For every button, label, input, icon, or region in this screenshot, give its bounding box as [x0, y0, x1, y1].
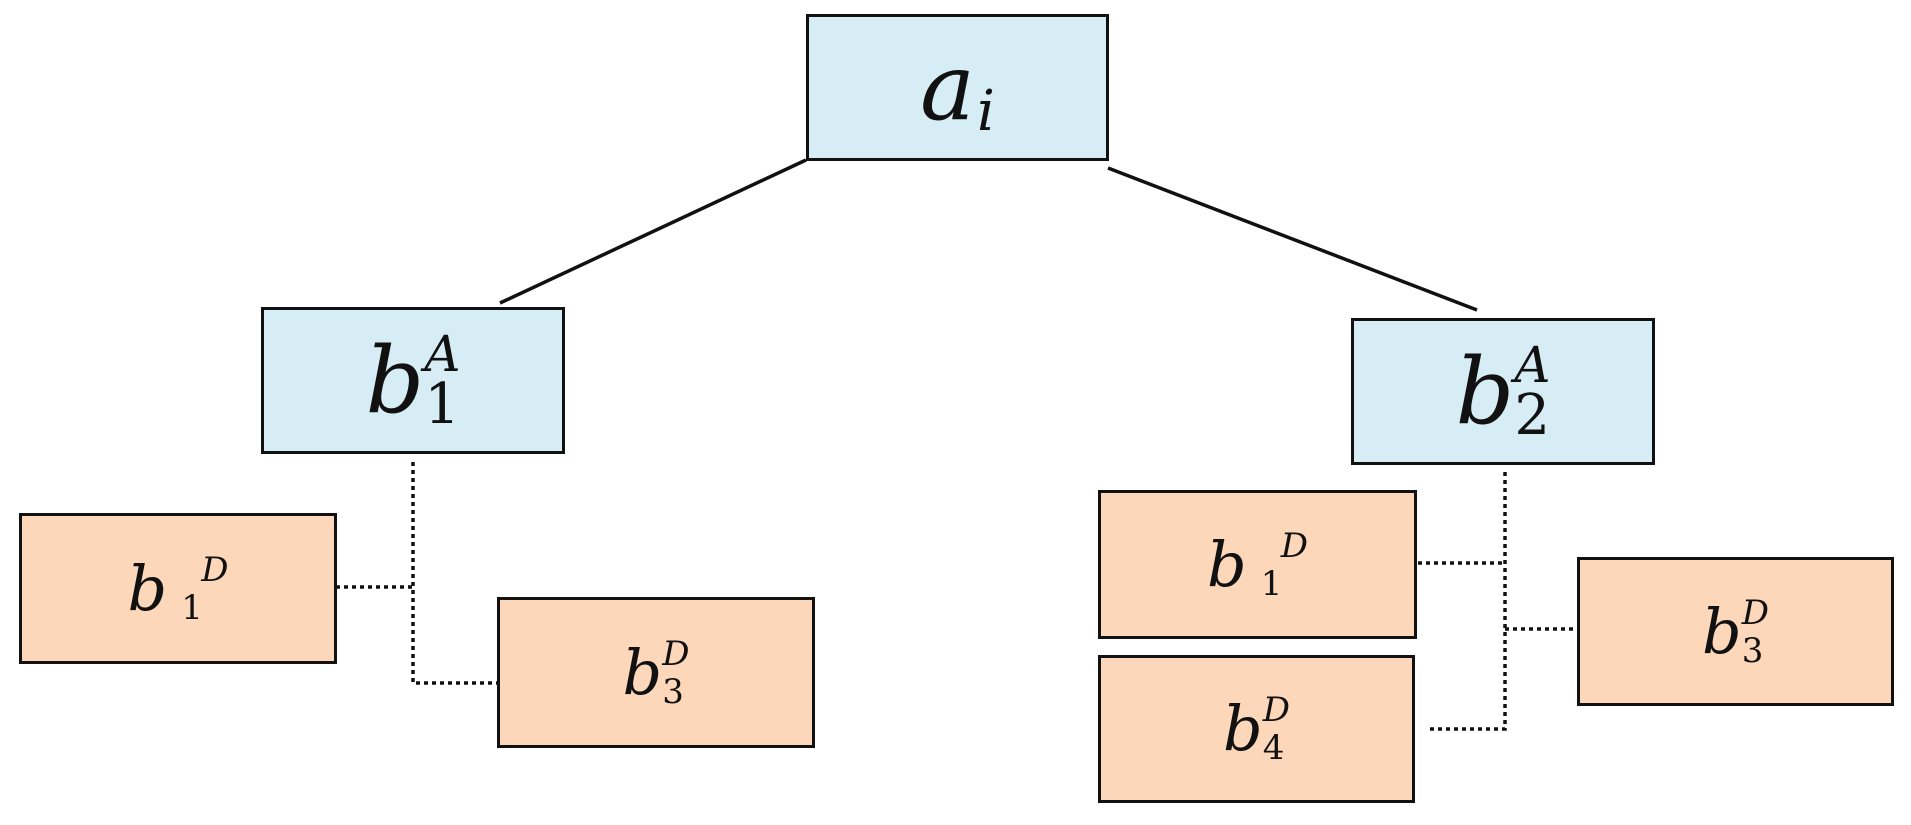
right-detail-1-label-scripts: D 1 — [1261, 529, 1308, 601]
left-detail-1-label-subscript: 1 — [181, 587, 203, 628]
edge-root-to-action-left — [499, 158, 807, 305]
dotted-connector-right-trunk — [1428, 472, 1507, 731]
right-detail-node-4: b D 4 — [1098, 655, 1415, 803]
action-node-right: b A 2 — [1351, 318, 1655, 465]
right-detail-node-3: b D 3 — [1577, 557, 1894, 706]
action-left-label-subscript: 1 — [424, 371, 461, 437]
right-detail-1-label-base: b — [1207, 527, 1247, 601]
right-detail-4-label-subscript: 4 — [1262, 728, 1285, 768]
left-detail-3-label-scripts: D 3 — [662, 637, 689, 709]
action-right-label-scripts: A 2 — [1514, 340, 1550, 444]
action-right-label-superscript: A — [1514, 335, 1551, 394]
right-detail-1-label-superscript: D — [1280, 525, 1308, 566]
right-detail-4-label-base: b — [1223, 692, 1263, 765]
right-detail-4-label-scripts: D 4 — [1263, 693, 1290, 765]
action-right-label-subscript: 2 — [1514, 382, 1551, 448]
right-detail-3-label-base: b — [1702, 594, 1742, 668]
left-detail-node-3: b D 3 — [497, 597, 815, 748]
action-right-label: b A 2 — [1455, 340, 1550, 444]
left-detail-1-label-superscript: D — [201, 549, 229, 590]
action-node-left: b A 1 — [261, 307, 565, 454]
action-left-label-superscript: A — [424, 324, 461, 383]
action-left-label: b A 1 — [365, 329, 460, 433]
left-detail-3-label: b D 3 — [623, 637, 690, 709]
edge-root-to-action-right — [1107, 166, 1478, 312]
root-label-subscript: i — [976, 78, 995, 144]
right-detail-node-1: b D 1 — [1098, 490, 1417, 639]
left-detail-3-label-base: b — [622, 635, 663, 709]
right-detail-3-label: b D 3 — [1702, 596, 1769, 668]
action-right-label-base: b — [1455, 337, 1515, 445]
left-detail-1-label: b D 1 — [128, 553, 229, 625]
left-detail-node-1: b D 1 — [19, 513, 337, 664]
root-label-base: a — [920, 33, 975, 141]
dotted-connector-left-trunk — [411, 462, 498, 685]
left-detail-3-label-superscript: D — [662, 633, 690, 674]
right-detail-3-label-superscript: D — [1741, 592, 1769, 633]
left-detail-3-label-subscript: 3 — [662, 671, 684, 712]
action-left-label-scripts: A 1 — [424, 329, 460, 433]
right-detail-3-label-scripts: D 3 — [1742, 596, 1769, 668]
right-detail-4-label: b D 4 — [1223, 693, 1290, 765]
right-detail-1-label: b D 1 — [1207, 529, 1308, 601]
right-detail-1-label-subscript: 1 — [1260, 563, 1283, 604]
left-detail-1-label-base: b — [127, 551, 168, 625]
left-detail-1-label-scripts: D 1 — [181, 553, 228, 625]
right-detail-3-label-subscript: 3 — [1741, 630, 1764, 671]
right-detail-4-label-superscript: D — [1262, 690, 1290, 730]
action-left-label-base: b — [365, 326, 425, 434]
